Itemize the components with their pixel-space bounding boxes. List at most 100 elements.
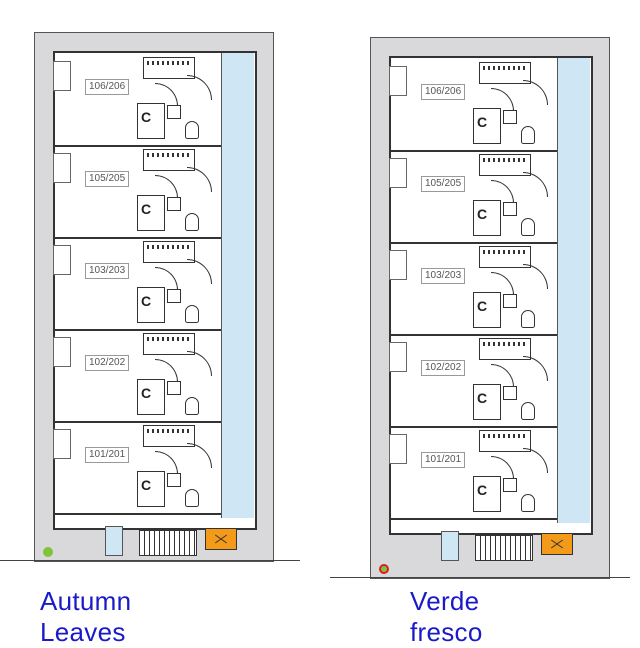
kitchen-counter xyxy=(479,154,531,176)
unit-number-label: 105/205 xyxy=(85,171,130,187)
bathtub xyxy=(473,384,501,420)
unit-number-label: 101/201 xyxy=(421,452,466,468)
balcony xyxy=(389,342,407,372)
corridor-door-swing xyxy=(187,259,212,284)
corridor-door-swing xyxy=(187,167,212,192)
location-marker-icon xyxy=(43,547,53,557)
stair-landing xyxy=(441,531,459,561)
bathtub xyxy=(137,195,165,231)
entry-door-swing xyxy=(491,88,514,111)
wash-basin xyxy=(503,386,517,400)
entry-door-swing xyxy=(155,359,178,382)
bath-glyph: C xyxy=(477,390,488,406)
wash-basin xyxy=(167,197,181,211)
corridor xyxy=(221,53,254,518)
balcony xyxy=(53,61,71,91)
toilet xyxy=(185,489,199,507)
wash-basin xyxy=(503,294,517,308)
unit-number-label: 102/202 xyxy=(421,360,466,376)
bathtub xyxy=(137,379,165,415)
bathtub xyxy=(473,200,501,236)
entry-door-swing xyxy=(155,451,178,474)
corridor-door-swing xyxy=(523,264,548,289)
bathtub xyxy=(137,471,165,507)
corridor-door-swing xyxy=(523,448,548,473)
wash-basin xyxy=(503,478,517,492)
corridor-door-swing xyxy=(187,443,212,468)
corridor-door-swing xyxy=(187,75,212,100)
entry-door-swing xyxy=(491,180,514,203)
unit-number-label: 106/206 xyxy=(85,79,130,95)
wash-basin xyxy=(167,381,181,395)
kitchen-counter xyxy=(143,333,195,355)
electrical-box xyxy=(541,533,573,555)
toilet xyxy=(521,494,535,512)
wash-basin xyxy=(167,105,181,119)
balcony xyxy=(53,337,71,367)
unit-number-label: 103/203 xyxy=(421,268,466,284)
balcony xyxy=(53,153,71,183)
kitchen-counter xyxy=(479,430,531,452)
kitchen-counter xyxy=(479,246,531,268)
unit-number-label: 103/203 xyxy=(85,263,130,279)
balcony xyxy=(389,434,407,464)
corridor-door-swing xyxy=(187,351,212,376)
toilet xyxy=(185,397,199,415)
entry-door-swing xyxy=(155,267,178,290)
kitchen-counter xyxy=(479,338,531,360)
bath-glyph: C xyxy=(477,298,488,314)
wash-basin xyxy=(167,289,181,303)
bath-glyph: C xyxy=(477,206,488,222)
marker-dot xyxy=(45,549,51,555)
toilet xyxy=(185,213,199,231)
plan-caption: Autumn Leaves xyxy=(40,586,132,647)
wash-basin xyxy=(503,110,517,124)
electrical-box xyxy=(205,528,237,550)
location-marker-icon xyxy=(379,564,389,574)
entry-door-swing xyxy=(491,364,514,387)
balcony xyxy=(389,250,407,280)
corridor xyxy=(557,58,590,523)
bathtub xyxy=(473,108,501,144)
corridor-door-swing xyxy=(523,356,548,381)
toilet xyxy=(521,310,535,328)
toilet xyxy=(521,402,535,420)
bath-glyph: C xyxy=(141,293,152,309)
unit-number-label: 106/206 xyxy=(421,84,466,100)
ground-line xyxy=(0,560,300,561)
corridor-door-swing xyxy=(523,172,548,197)
kitchen-counter xyxy=(143,425,195,447)
balcony xyxy=(389,158,407,188)
balcony xyxy=(53,429,71,459)
bathtub xyxy=(137,103,165,139)
unit-number-label: 101/201 xyxy=(85,447,130,463)
exterior-stairs xyxy=(475,535,533,561)
bath-glyph: C xyxy=(141,385,152,401)
kitchen-counter xyxy=(143,241,195,263)
entry-door-swing xyxy=(491,272,514,295)
kitchen-counter xyxy=(143,149,195,171)
toilet xyxy=(521,126,535,144)
ground-line xyxy=(330,577,630,578)
stair-landing xyxy=(105,526,123,556)
unit-number-label: 105/205 xyxy=(421,176,466,192)
bath-glyph: C xyxy=(477,114,488,130)
entry-door-swing xyxy=(155,83,178,106)
wash-basin xyxy=(503,202,517,216)
toilet xyxy=(521,218,535,236)
balcony xyxy=(389,66,407,96)
